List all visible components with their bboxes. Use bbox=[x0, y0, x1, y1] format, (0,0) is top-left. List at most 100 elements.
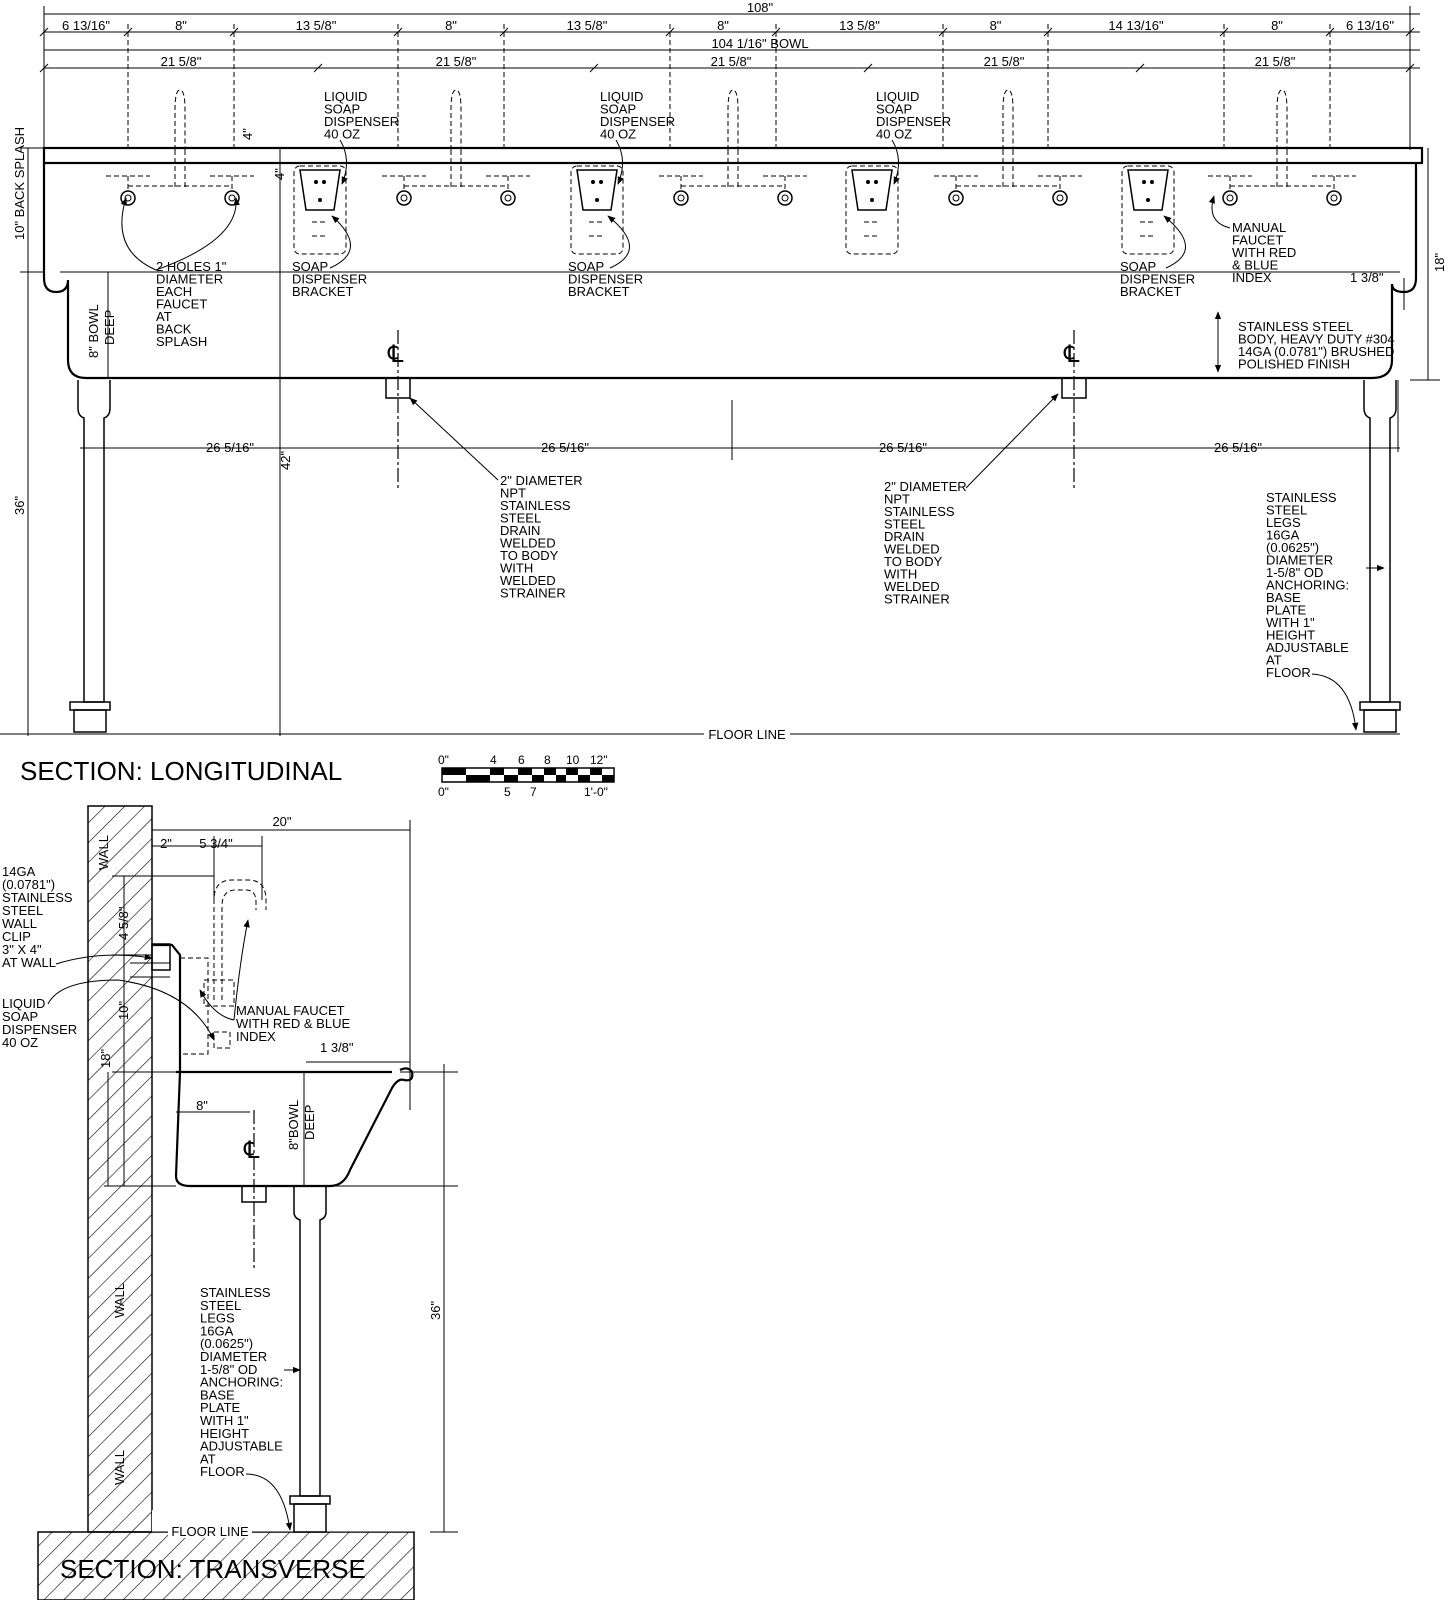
faucet-note-1: WITH RED & BLUE bbox=[236, 1016, 350, 1031]
wall-clip-note-5: CLIP bbox=[2, 929, 31, 944]
soap-bracket-note-3-2: BRACKET bbox=[1120, 284, 1181, 299]
t-floor-line: FLOOR LINE bbox=[171, 1524, 249, 1539]
liquid-soap-note-2-3: 40 OZ bbox=[600, 127, 636, 142]
legs-note-0: STAINLESS bbox=[1266, 490, 1337, 505]
soap-bracket-note-2-0: SOAP bbox=[568, 259, 604, 274]
dim-42: 42" bbox=[278, 451, 293, 470]
faucet-note-3: & BLUE bbox=[1232, 258, 1279, 273]
drain-note-left-4: DRAIN bbox=[500, 523, 540, 538]
drain-note-left-5: WELDED bbox=[500, 536, 556, 551]
legs-note-11: HEIGHT bbox=[1266, 628, 1315, 643]
dim-row1-1: 8" bbox=[175, 18, 187, 33]
transverse-title: SECTION: TRANSVERSE bbox=[60, 1554, 366, 1584]
t-dim-36: 36" bbox=[428, 1301, 443, 1320]
faucet-group bbox=[106, 89, 1356, 206]
soap-dispenser bbox=[293, 165, 347, 255]
t-bowl-deep-1: 8"BOWL bbox=[286, 1100, 301, 1150]
drain-note-right-3: STEEL bbox=[884, 517, 925, 532]
drain-note-right-2: STAINLESS bbox=[884, 504, 955, 519]
liquid-soap-note-3-1: SOAP bbox=[876, 102, 912, 117]
body-note-0: STAINLESS STEEL bbox=[1238, 319, 1353, 334]
centerline-symbol: ℄ bbox=[387, 341, 404, 368]
soap-bracket-note-2-1: DISPENSER bbox=[568, 272, 643, 287]
scale-top-6: 6 bbox=[518, 753, 525, 767]
dim-4-top: 4" bbox=[240, 128, 255, 140]
legs-note-5: DIAMETER bbox=[1266, 553, 1333, 568]
liquid-soap-note-1-0: LIQUID bbox=[324, 89, 367, 104]
sink-body bbox=[42, 163, 1418, 380]
wall-clip-note-1: (0.0781") bbox=[2, 877, 55, 892]
t-dim-10: 10" bbox=[116, 1001, 131, 1020]
holes-note-1: DIAMETER bbox=[156, 272, 223, 287]
dim-row1-0: 6 13/16" bbox=[62, 18, 110, 33]
legs-note-10: WITH 1" bbox=[1266, 615, 1315, 630]
body-note-1: BODY, HEAVY DUTY #304 bbox=[1238, 332, 1395, 347]
liquid-soap-note-2-0: LIQUID bbox=[600, 89, 643, 104]
faucet bbox=[659, 89, 807, 206]
legs-note-14: FLOOR bbox=[200, 1464, 245, 1479]
legs-note-8: BASE bbox=[1266, 590, 1301, 605]
drain-note-right-0: 2" DIAMETER bbox=[884, 479, 967, 494]
drain-note-right-6: TO BODY bbox=[884, 554, 943, 569]
holes-note-5: BACK bbox=[156, 322, 192, 337]
dim-4-bottom: 4" bbox=[272, 168, 287, 180]
faucet-note-4: INDEX bbox=[1232, 270, 1272, 285]
scale-bottom-1ft: 1'-0" bbox=[584, 785, 608, 799]
soap-dispenser-group bbox=[293, 165, 1175, 255]
liquid-soap-note-1-2: DISPENSER bbox=[324, 114, 399, 129]
dim-row2-4: 21 5/8" bbox=[1255, 54, 1296, 69]
faucet-note-2: INDEX bbox=[236, 1029, 276, 1044]
legs-note-9: PLATE bbox=[200, 1400, 241, 1415]
holes-note-3: FAUCET bbox=[156, 297, 207, 312]
soap-dispenser bbox=[1121, 165, 1175, 255]
holes-note-2: EACH bbox=[156, 284, 192, 299]
legs-note-3: 16GA bbox=[1266, 528, 1300, 543]
drain-note-right-8: WELDED bbox=[884, 579, 940, 594]
liquid-soap-note-2-2: DISPENSER bbox=[600, 114, 675, 129]
wall-clip-note-2: STAINLESS bbox=[2, 890, 73, 905]
legs-note-12: ADJUSTABLE bbox=[200, 1439, 283, 1454]
centerline-symbol: ℄ bbox=[1063, 341, 1080, 368]
wall-label-mid: WALL bbox=[112, 1283, 127, 1318]
liquid-soap-note-3-3: 40 OZ bbox=[876, 127, 912, 142]
liquid-soap-note-3-2: DISPENSER bbox=[876, 114, 951, 129]
bowl-deep-line1: 8" BOWL bbox=[86, 304, 101, 358]
dim-row1-6: 13 5/8" bbox=[839, 18, 880, 33]
soap-bracket-note-3-0: SOAP bbox=[1120, 259, 1156, 274]
floor-line-label: FLOOR LINE bbox=[708, 727, 786, 742]
legs-note-10: WITH 1" bbox=[200, 1413, 249, 1428]
legs-note-13: AT bbox=[1266, 653, 1282, 668]
legs-note-6: 1-5/8" OD bbox=[200, 1362, 257, 1377]
legs-note-13: AT bbox=[200, 1451, 216, 1466]
dim-row1-2: 13 5/8" bbox=[296, 18, 337, 33]
soap-bracket-note-2-2: BRACKET bbox=[568, 284, 629, 299]
faucet-note-1: FAUCET bbox=[1232, 233, 1283, 248]
dim-row1-3: 8" bbox=[445, 18, 457, 33]
liquid-soap-note-2-1: SOAP bbox=[600, 102, 636, 117]
t-dim-20: 20" bbox=[272, 814, 291, 829]
drain-note-left-6: TO BODY bbox=[500, 548, 559, 563]
faucet bbox=[382, 89, 530, 206]
dim-36-left: 36" bbox=[12, 496, 27, 515]
legs-note-0: STAINLESS bbox=[200, 1285, 271, 1300]
drain-note-left-0: 2" DIAMETER bbox=[500, 473, 583, 488]
dim-drain-3: 26 5/16" bbox=[879, 440, 927, 455]
legs-note-14: FLOOR bbox=[1266, 665, 1311, 680]
dim-1-3-8: 1 3/8" bbox=[1350, 270, 1384, 285]
dim-row2-2: 21 5/8" bbox=[711, 54, 752, 69]
soap-dispenser bbox=[845, 165, 899, 255]
drain-note-right-4: DRAIN bbox=[884, 529, 924, 544]
scale-top-12: 12" bbox=[590, 753, 608, 767]
bowl-deep-line2: DEEP bbox=[102, 310, 117, 345]
drain-left: ℄ bbox=[385, 330, 411, 490]
legs-note-7: ANCHORING: bbox=[200, 1375, 283, 1390]
faucet-note-0: MANUAL bbox=[1232, 220, 1286, 235]
drain-note-left-3: STEEL bbox=[500, 511, 541, 526]
dim-row2-0: 21 5/8" bbox=[161, 54, 202, 69]
liquid-soap-note-1-1: SOAP bbox=[324, 102, 360, 117]
soap-note-2: DISPENSER bbox=[2, 1022, 77, 1037]
soap-note-3: 40 OZ bbox=[2, 1035, 38, 1050]
legs-note-2: LEGS bbox=[1266, 515, 1301, 530]
legs-note-3: 16GA bbox=[200, 1323, 234, 1338]
